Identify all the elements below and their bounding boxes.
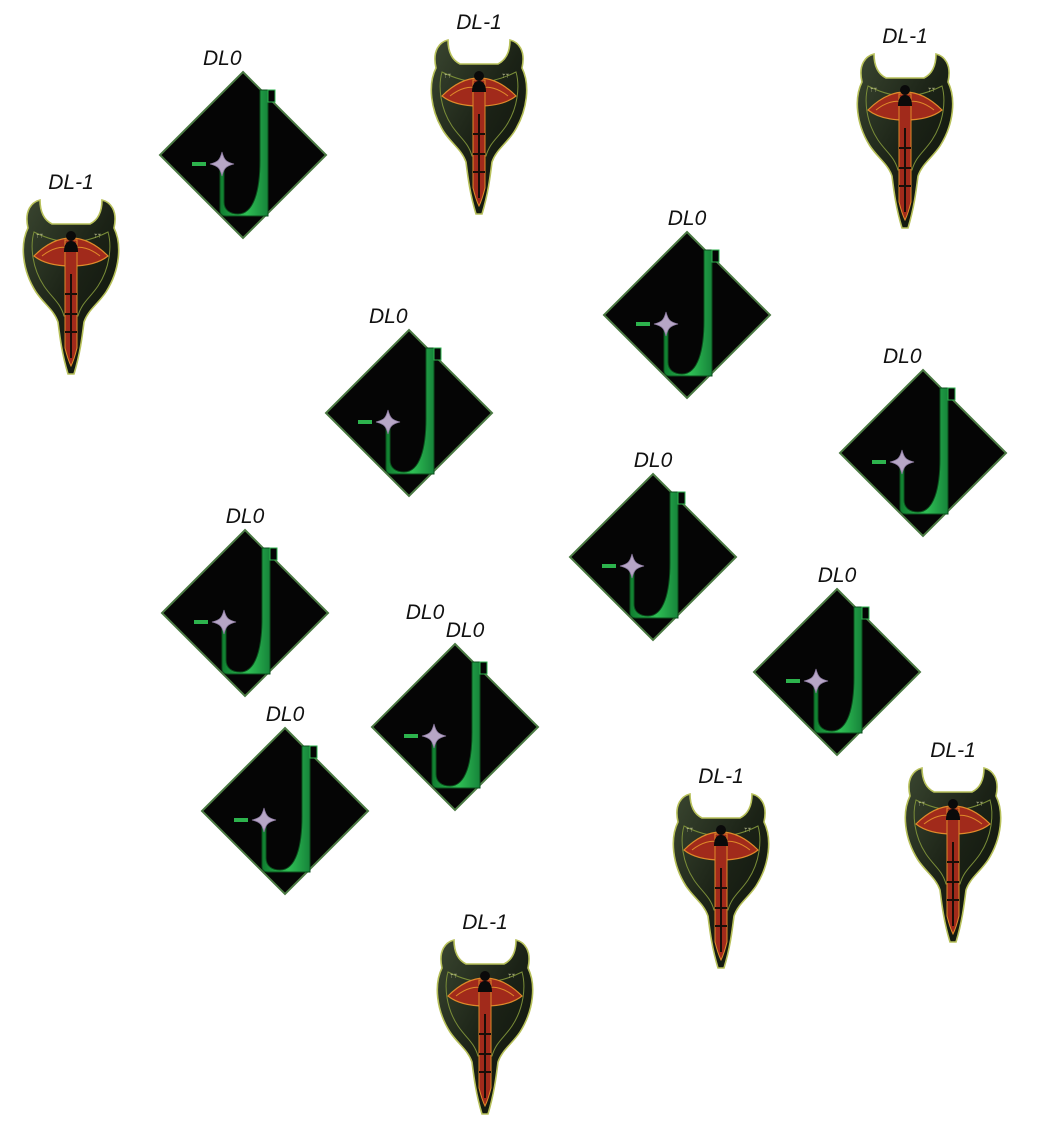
token-label: DL0: [883, 345, 922, 368]
token-label: DL0: [405, 601, 445, 624]
token-dl0[interactable]: DL0: [158, 48, 328, 243]
token-dl0[interactable]: DL0: [568, 450, 738, 645]
token-label: DL0: [265, 703, 305, 726]
token-dl-1[interactable]: DL-1: [900, 739, 1006, 952]
submarine-diamond-icon: [603, 231, 771, 399]
submarine-diamond-icon: [753, 588, 921, 756]
token-label: DL0: [445, 619, 485, 642]
token-dl-1[interactable]: DL-1: [852, 25, 958, 238]
cardassian-ship-icon: [672, 793, 770, 969]
token-label: DL-1: [456, 11, 502, 34]
token-dl0[interactable]: DL0: [838, 346, 1008, 541]
token-dl-1[interactable]: DL-1: [432, 911, 538, 1124]
token-label: DL-1: [882, 25, 928, 48]
token-label: DL-1: [698, 765, 744, 788]
token-label: DL0: [369, 305, 408, 328]
token-dl-1[interactable]: DL-1: [426, 11, 532, 224]
token-label: DL0: [225, 505, 265, 528]
token-dl0[interactable]: DL0: [160, 506, 330, 701]
cardassian-ship-icon: [436, 939, 534, 1115]
token-dl0[interactable]: DL0: [200, 704, 370, 899]
token-dl-1[interactable]: DL-1: [18, 171, 124, 384]
token-label: DL-1: [48, 171, 94, 194]
token-label: DL0: [817, 564, 857, 587]
token-label: DL-1: [462, 911, 508, 934]
submarine-diamond-icon: [839, 369, 1007, 537]
token-dl0[interactable]: DL0: [324, 306, 494, 501]
submarine-diamond-icon: [325, 329, 493, 497]
token-dl0[interactable]: DL0: [752, 565, 922, 760]
token-dl0[interactable]: DL0: [602, 208, 772, 403]
submarine-diamond-icon: [201, 727, 369, 895]
token-label: DL0: [633, 449, 673, 472]
cardassian-ship-icon: [904, 767, 1002, 943]
token-dl0[interactable]: DL0: [340, 602, 510, 797]
token-label: DL0: [667, 207, 707, 230]
submarine-diamond-icon: [371, 643, 539, 811]
cardassian-ship-icon: [430, 39, 528, 215]
submarine-diamond-icon: [569, 473, 737, 641]
submarine-diamond-icon: [161, 529, 329, 697]
cardassian-ship-icon: [856, 53, 954, 229]
token-label: DL0: [203, 47, 242, 70]
token-dl-1[interactable]: DL-1: [668, 765, 774, 978]
token-dl0[interactable]: DL0: [370, 620, 540, 815]
cardassian-ship-icon: [22, 199, 120, 375]
token-label: DL-1: [930, 739, 976, 762]
submarine-diamond-icon: [159, 71, 327, 239]
